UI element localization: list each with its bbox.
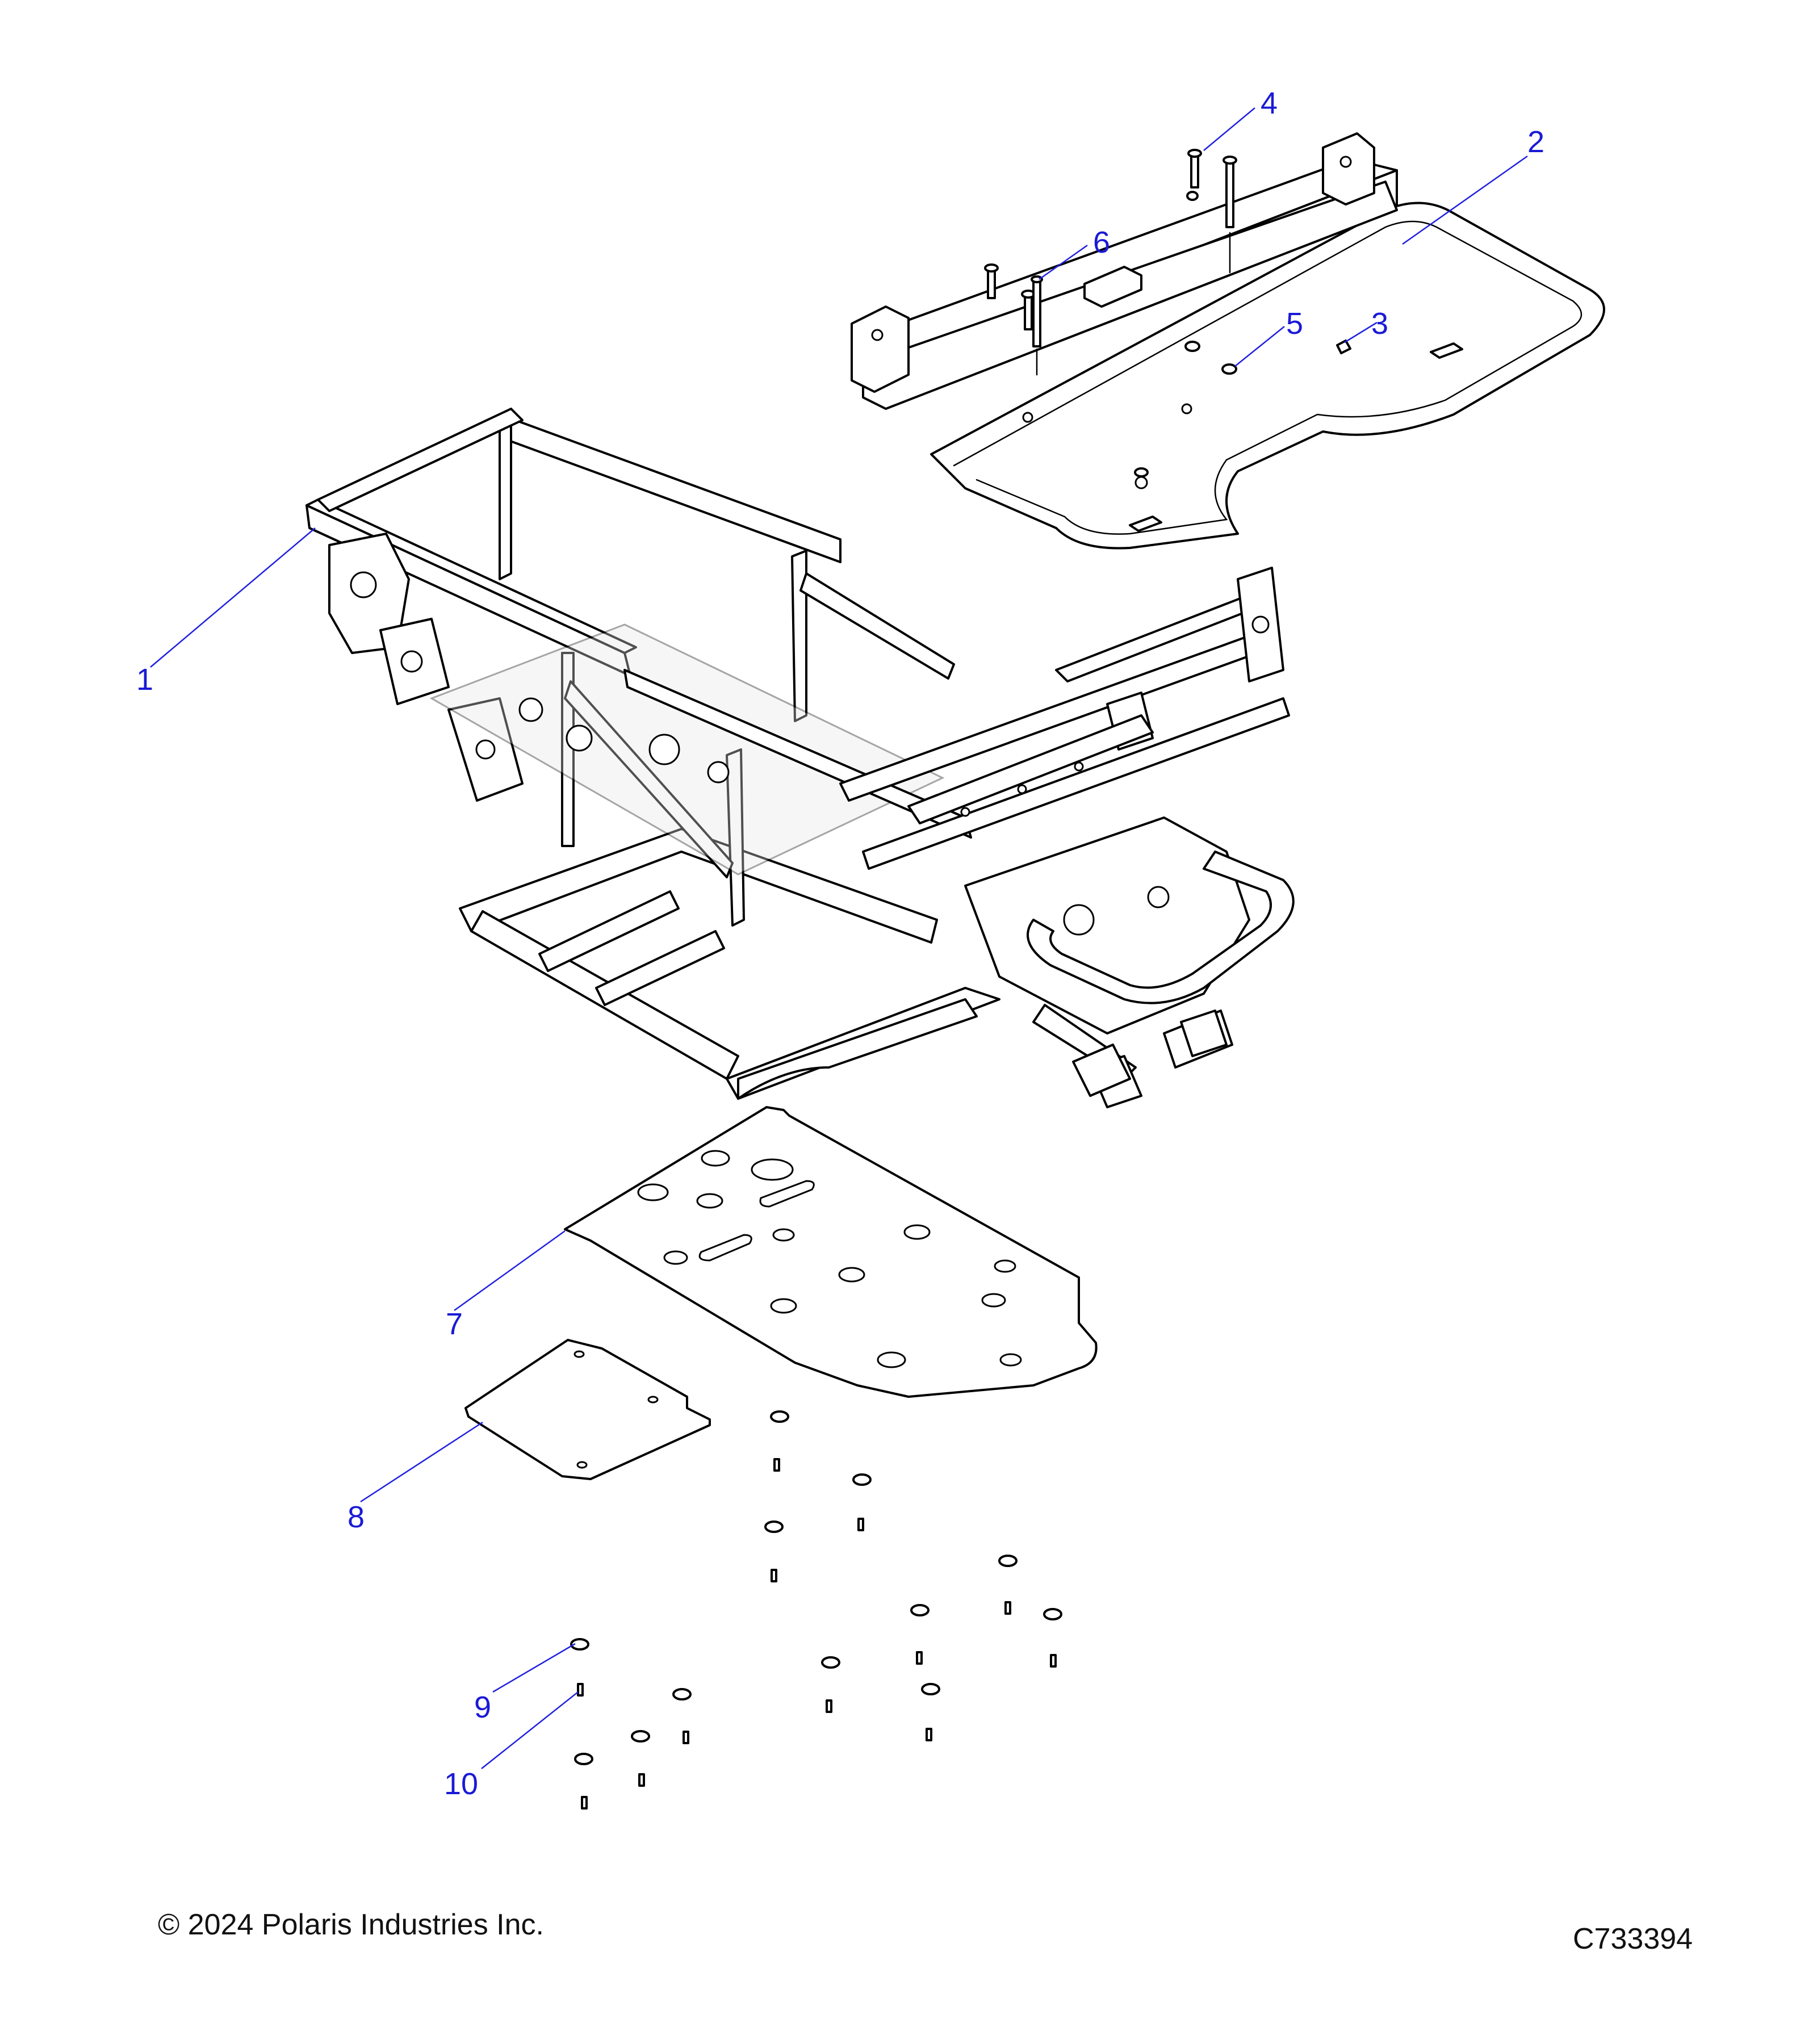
callout-7: 7 xyxy=(446,1307,463,1341)
copyright-text: © 2024 Polaris Industries Inc. xyxy=(158,1908,544,1941)
stud-part-3 xyxy=(1134,340,1351,478)
leader-2 xyxy=(1402,155,1528,245)
skid-plate-part-7 xyxy=(564,1106,1098,1398)
nut-part-5 xyxy=(1184,341,1237,375)
main-chassis-frame-part-1 xyxy=(305,408,1295,1108)
cargo-frame-part-2 xyxy=(851,132,1605,550)
callout-5: 5 xyxy=(1286,307,1303,341)
skid-plate-part-8 xyxy=(464,1339,711,1480)
figure-id-text: C733394 xyxy=(1573,1922,1693,1955)
leader-7 xyxy=(454,1230,566,1312)
leader-6 xyxy=(1039,244,1088,280)
callout-2: 2 xyxy=(1527,125,1544,159)
callout-4: 4 xyxy=(1261,86,1278,120)
callout-9: 9 xyxy=(474,1690,491,1724)
screw-group-10 xyxy=(577,1458,1057,1810)
leader-5 xyxy=(1234,326,1285,367)
leader-10 xyxy=(481,1691,579,1769)
callout-10: 10 xyxy=(444,1767,478,1801)
leader-1 xyxy=(150,527,316,668)
callout-8: 8 xyxy=(348,1500,365,1534)
bolt-group-6 xyxy=(984,263,1043,376)
leader-8 xyxy=(360,1421,483,1503)
callout-labels: 1 2 3 4 5 6 7 8 9 10 xyxy=(136,86,1544,1801)
callout-6: 6 xyxy=(1093,225,1110,259)
leader-4 xyxy=(1203,107,1255,151)
leader-3 xyxy=(1344,321,1378,344)
callout-1: 1 xyxy=(136,663,153,697)
leader-lines xyxy=(150,107,1528,1769)
bolt-group-4 xyxy=(1186,149,1237,274)
retainer-group-9 xyxy=(570,1410,1062,1765)
leader-9 xyxy=(492,1643,576,1693)
callout-3: 3 xyxy=(1371,307,1388,341)
